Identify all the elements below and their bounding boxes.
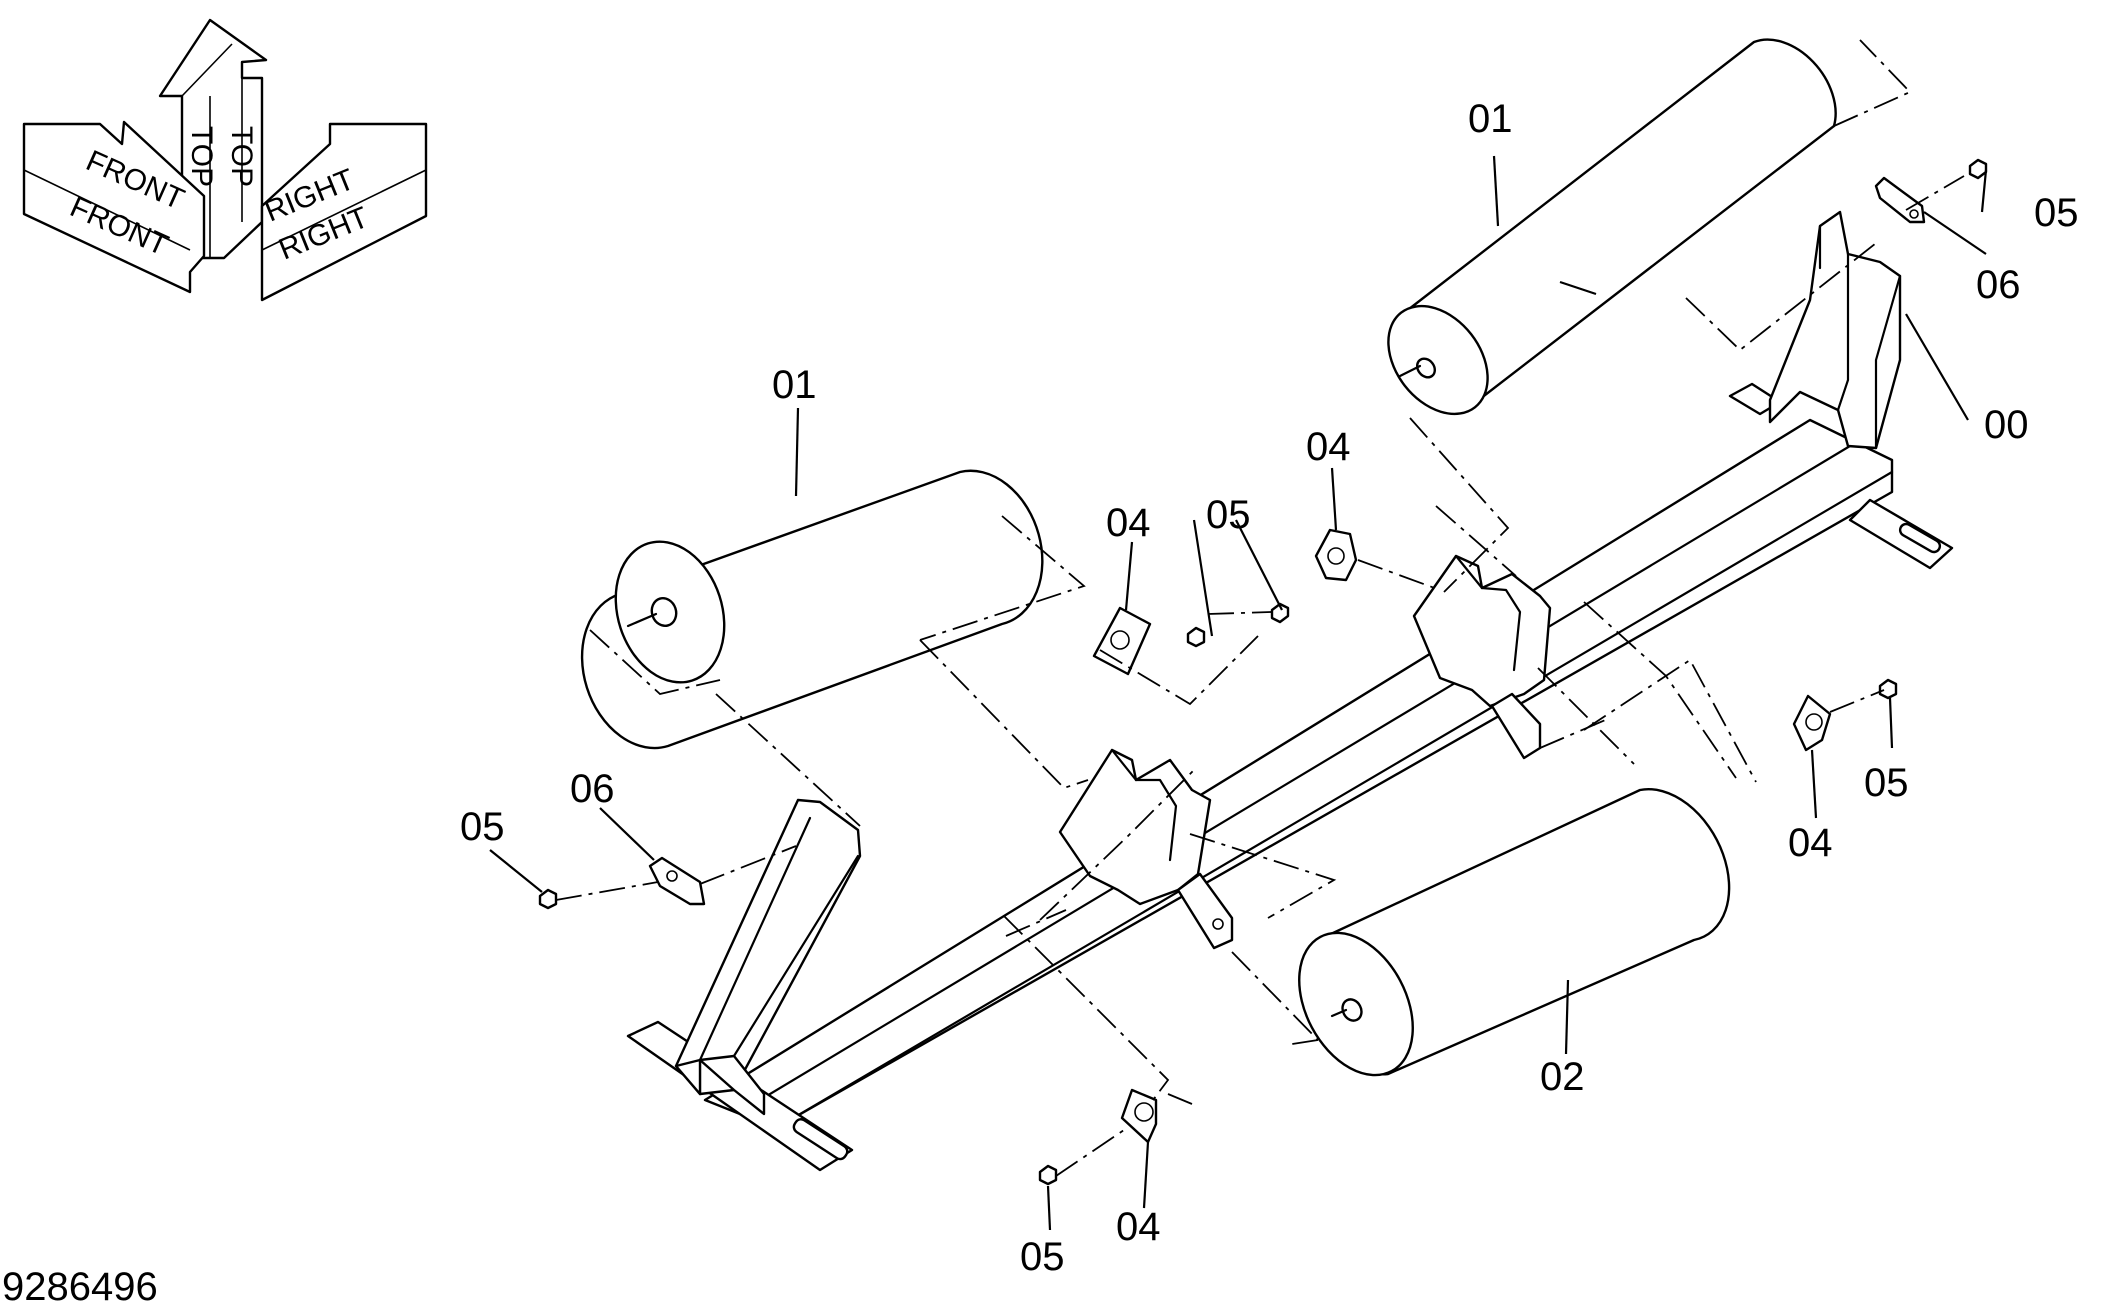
roller-left <box>580 469 1044 750</box>
frame-center-bracket-right <box>1412 554 1552 760</box>
callout-clip-center-left: 04 <box>1106 501 1151 545</box>
callout-clip-bottom: 04 <box>1116 1205 1161 1249</box>
clip-center-left <box>1092 606 1152 676</box>
callout-bracket-plate-left: 06 <box>570 767 615 811</box>
clip-bottom <box>1120 1088 1158 1144</box>
frame-wing-left <box>674 798 862 1116</box>
callout-bracket-plate-right: 06 <box>1976 263 2021 307</box>
callout-nut-upper-right: 05 <box>2034 191 2079 235</box>
callout-leaders <box>489 155 1988 1231</box>
callout-nut-right: 05 <box>1864 761 1909 805</box>
nut-bottom <box>1038 1164 1058 1186</box>
roller-lower-center <box>1298 788 1731 1077</box>
callout-clip-center-upper: 04 <box>1306 425 1351 469</box>
clip-center-upper <box>1314 528 1358 582</box>
frame-assembly <box>626 210 1954 1172</box>
frame-wing-right <box>1768 210 1902 450</box>
clip-right <box>1792 694 1832 752</box>
callout-roller-upper-right: 01 <box>1468 97 1513 141</box>
orientation-indicator: TOP TOP FRONT FRONT RIGHT RIGHT <box>22 18 428 302</box>
callout-nut-center-pair: 05 <box>1206 493 1251 537</box>
front-arrow-icon: FRONT FRONT <box>22 120 206 294</box>
nut-right <box>1878 678 1898 700</box>
document-number: 9286496 <box>2 1265 158 1309</box>
nut-upper-right <box>1968 158 1988 180</box>
top-label-side: TOP <box>225 126 258 187</box>
bracket-plate-right <box>1874 176 1926 224</box>
nut-left <box>538 888 558 910</box>
top-label-front: TOP <box>185 126 218 187</box>
callout-roller-lower-center: 02 <box>1540 1055 1585 1099</box>
callout-roller-left: 01 <box>772 363 817 407</box>
callout-labels: 01 01 02 00 06 06 05 05 05 05 05 04 04 0… <box>460 97 2079 1279</box>
callout-nut-left: 05 <box>460 805 505 849</box>
right-arrow-icon: RIGHT RIGHT <box>260 122 428 302</box>
assembly-lines <box>555 39 1965 1177</box>
callout-clip-right: 04 <box>1788 821 1833 865</box>
callout-nut-bottom: 05 <box>1020 1235 1065 1279</box>
roller-upper-right <box>1387 38 1837 416</box>
callout-frame: 00 <box>1984 403 2029 447</box>
bracket-plate-left <box>648 856 706 906</box>
nut-center-a <box>1186 626 1206 648</box>
